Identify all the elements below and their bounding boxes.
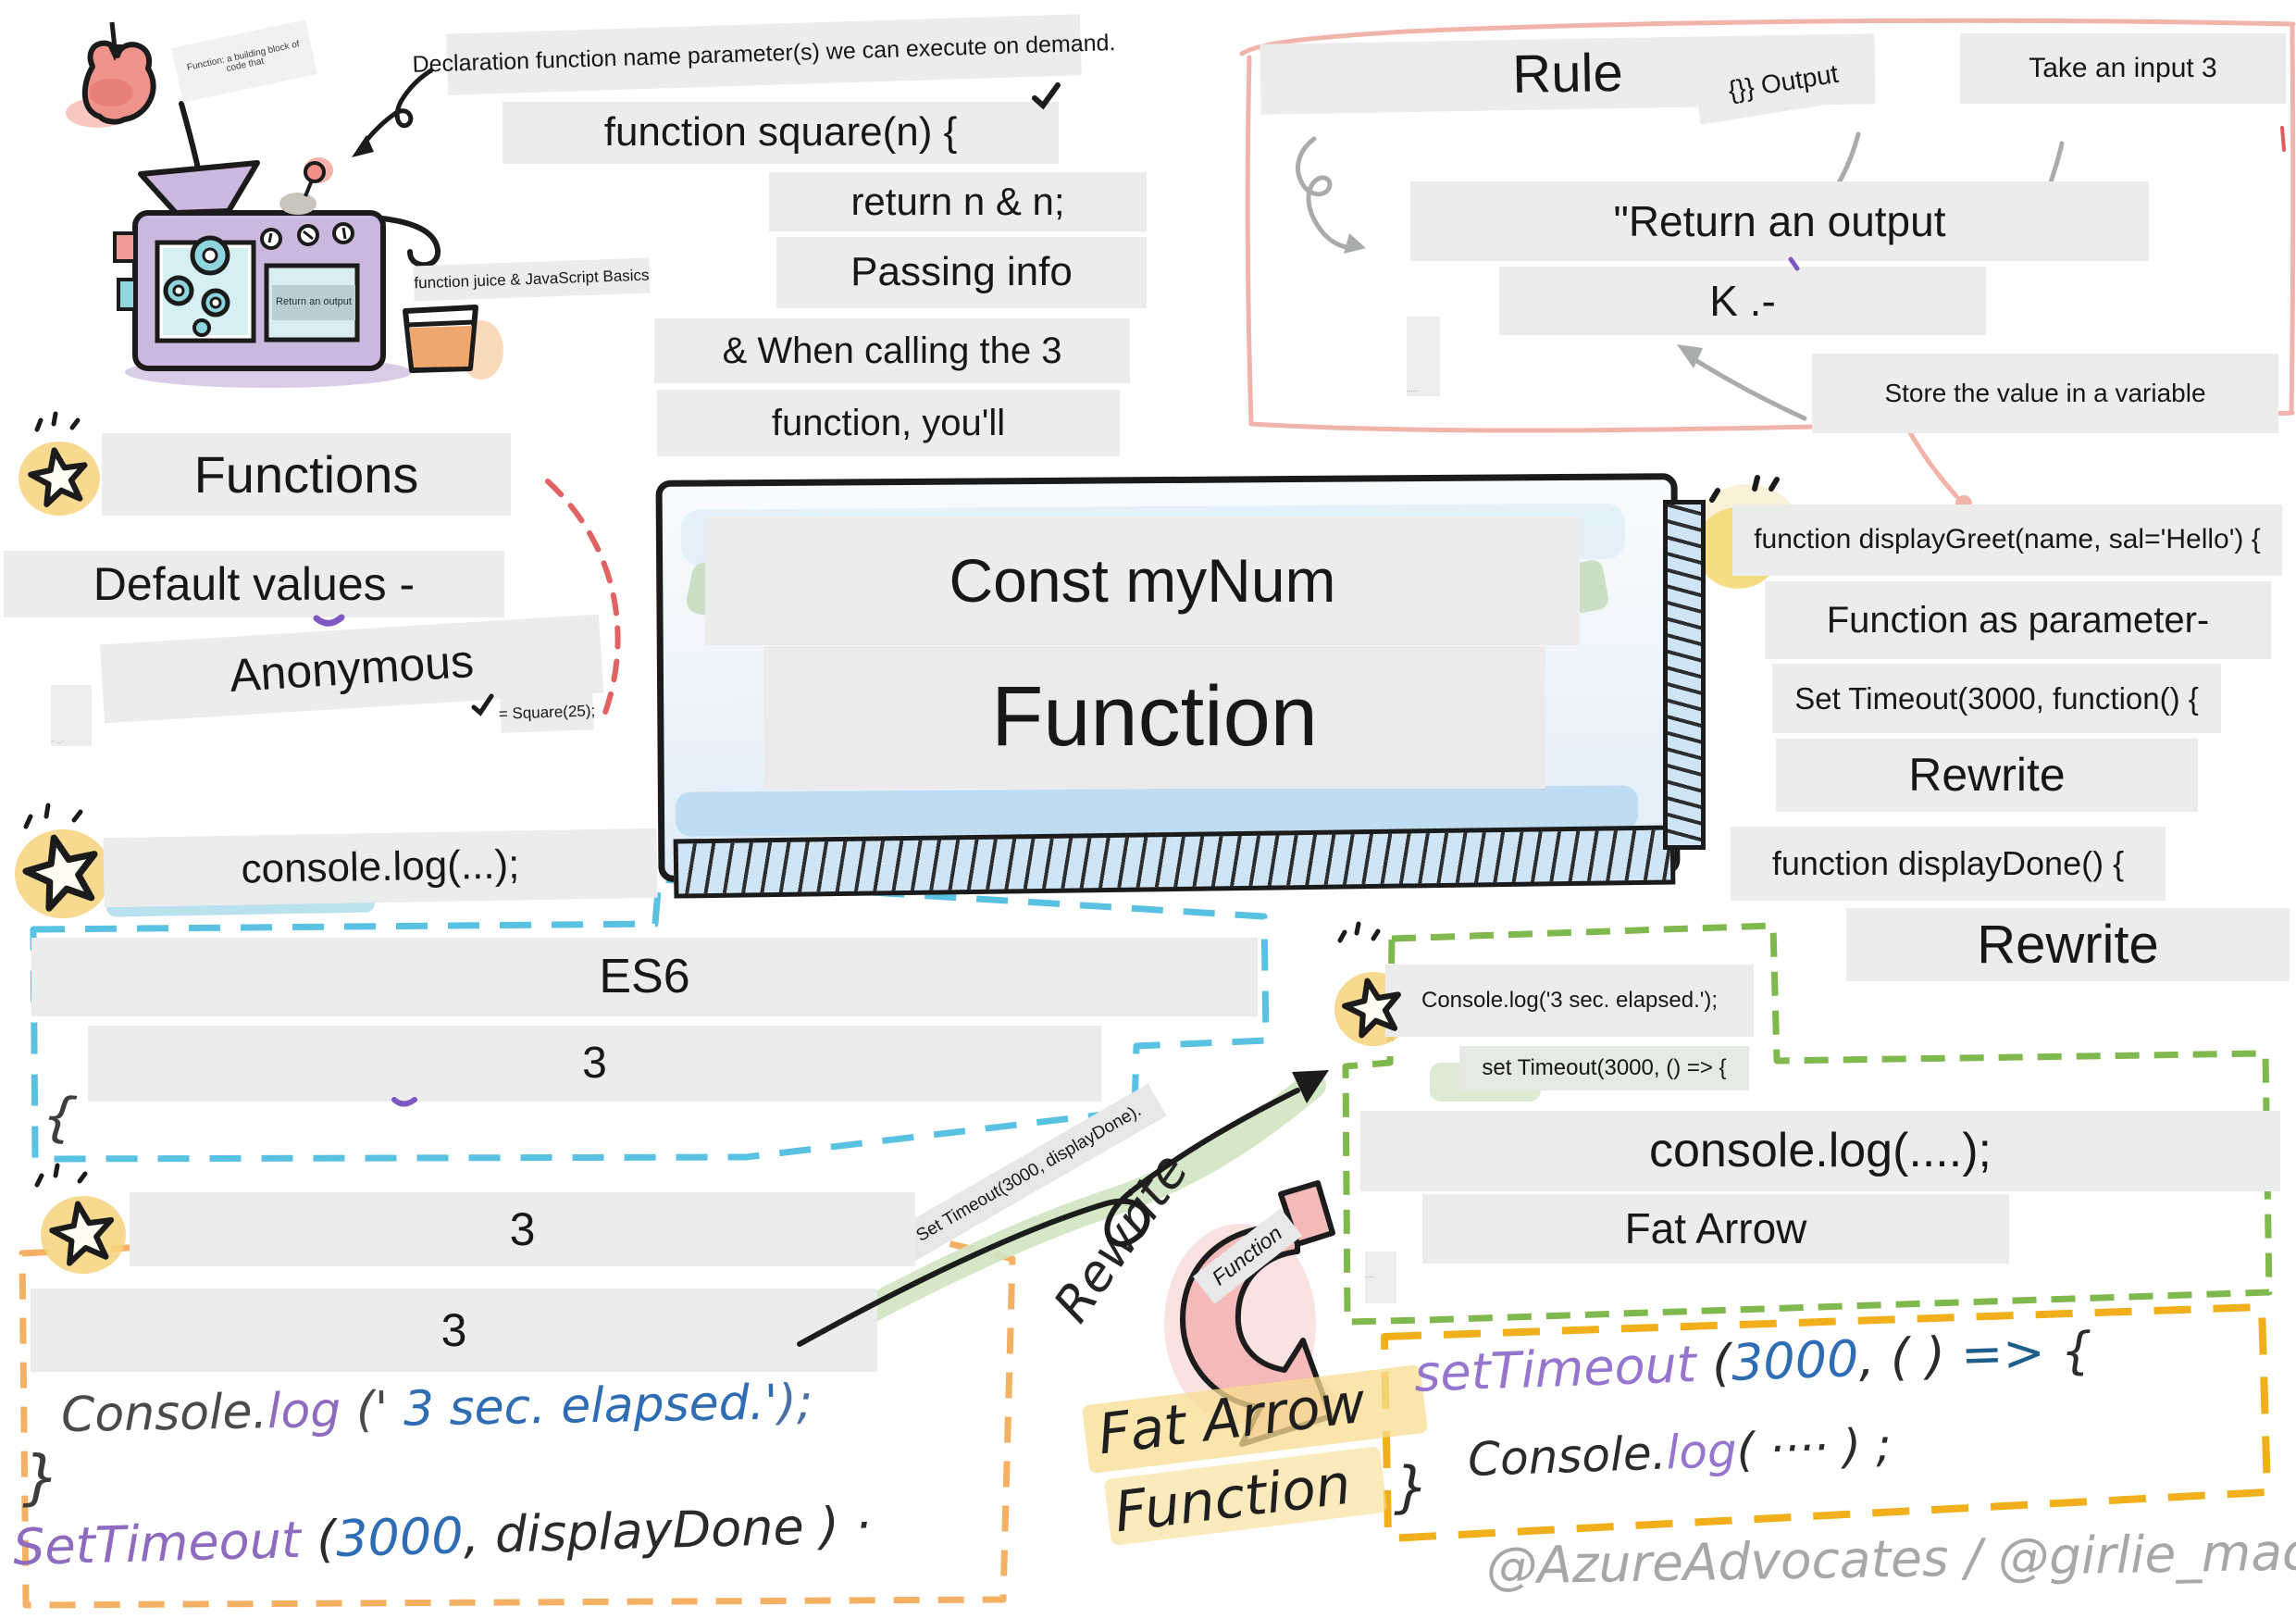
three-row-orange-2: 3 [31, 1289, 877, 1372]
greet-sparkle-dots [1709, 475, 1780, 503]
rule-k-line: K .- [1499, 267, 1986, 335]
machine-caption: function juice & JavaScript Basics [413, 257, 651, 302]
code-seg: ( ···· ) ; [1735, 1418, 1893, 1477]
blue-dashed-box [30, 876, 1270, 1163]
code-seg: ); [776, 1374, 813, 1431]
juicer-machine-icon [113, 157, 441, 388]
code-seg: log [1665, 1423, 1738, 1480]
noise-block-rule: ····· [1407, 317, 1440, 396]
rewrite-big: Rewrite [1846, 908, 2290, 981]
banner-bottom-hatch [673, 825, 1676, 899]
code-seg: 3 sec. elapsed.' [387, 1375, 778, 1438]
code-seg: (' [340, 1381, 389, 1438]
arrow-code-line2: Console.log( ···· ) ; [1467, 1418, 1892, 1487]
callback-brace: } [22, 1444, 60, 1513]
settimeout-small-green: set Timeout(3000, () => { [1459, 1046, 1749, 1090]
code-seg: , ( ) [1857, 1326, 1963, 1389]
rule-store-value: Store the value in a variable [1812, 354, 2278, 433]
star-icon-console [19, 803, 104, 912]
code-seg: ( [300, 1510, 338, 1569]
code-seg: Console. [1467, 1426, 1668, 1487]
code-seg: ( [1694, 1333, 1733, 1394]
apple-to-machine-arrow [179, 101, 211, 198]
code-seg: 3000 [335, 1506, 465, 1568]
star-icon-functions [28, 411, 91, 506]
console-small-green: Console.log('3 sec. elapsed.'); [1385, 965, 1754, 1037]
code-function-square: function square(n) { [503, 102, 1059, 164]
code-seg: 3000 [1730, 1329, 1860, 1392]
fat-arrow-green: Fat Arrow [1422, 1194, 2009, 1264]
settimeout-hand-line: SetTimeout (3000, displayDone ) · [12, 1496, 872, 1576]
calling-line2: function, you'll [657, 390, 1120, 456]
passing-info: Passing info [776, 237, 1147, 308]
code-seg: , displayDone ) · [462, 1495, 872, 1565]
calling-line1: & When calling the 3 [654, 318, 1130, 383]
code-seg: setTimeout [1413, 1335, 1697, 1403]
credit-watermark: @AzureAdvocates / @girlie_mac [1485, 1522, 2296, 1596]
es6-brace: { [39, 1083, 81, 1150]
banner-line2: Function [763, 646, 1545, 789]
banner-line1: Const myNum [705, 517, 1580, 645]
code-seg: { [2043, 1321, 2094, 1381]
declaration-heading: Declaration function name parameter(s) w… [412, 14, 1116, 95]
banner-right-hatch [1663, 500, 1706, 850]
note-card: Function: a building block of code that [171, 19, 317, 103]
three-row-orange-1: 3 [130, 1192, 915, 1266]
square-call: = Square(25); [498, 692, 596, 733]
machine-screen-label: Return an output [272, 285, 355, 320]
arrow-code-brace: } [1394, 1455, 1430, 1520]
es6-row: ES6 [31, 938, 1258, 1016]
code-return: return n & n; [769, 172, 1147, 231]
default-values: Default values - [4, 551, 504, 617]
arrow-code-line1: setTimeout (3000, ( ) => { [1413, 1321, 2093, 1403]
declaration-arrow [352, 68, 434, 157]
function-ribbon-label: Function [1193, 1208, 1302, 1304]
code-seg: => [1960, 1323, 2046, 1385]
display-done: function displayDone() { [1731, 827, 2166, 901]
functions-heading: Functions [102, 433, 511, 516]
fn-as-param: Function as parameter- [1765, 581, 2271, 659]
rule-take-input: Take an input 3 [1960, 33, 2286, 104]
pink-connector-arrow [1905, 427, 1972, 512]
code-seg: Console. [60, 1384, 268, 1444]
juice-glass-icon [403, 305, 503, 380]
console-big-green: console.log(....); [1360, 1111, 2280, 1191]
code-seg: log [267, 1382, 341, 1440]
code-seg: SetTimeout [12, 1511, 302, 1577]
rewrite-small: Rewrite [1776, 739, 2198, 812]
star-icon-orange [34, 1163, 118, 1265]
apple-icon [66, 21, 156, 128]
three-row-blue: 3 [88, 1026, 1101, 1102]
display-greet: function displayGreet(name, sal='Hello')… [1732, 504, 2282, 576]
console-hand-line: Console.log (' 3 sec. elapsed.'); [61, 1375, 813, 1443]
console-log-heading: console.log(...); [103, 828, 658, 908]
rule-return-output: "Return an output [1410, 181, 2149, 261]
noise-block-green: ····· [1365, 1252, 1396, 1303]
noise-block-left: ·· ‥· [51, 685, 92, 746]
set-timeout-named: Set Timeout(3000, function() { [1772, 664, 2221, 733]
